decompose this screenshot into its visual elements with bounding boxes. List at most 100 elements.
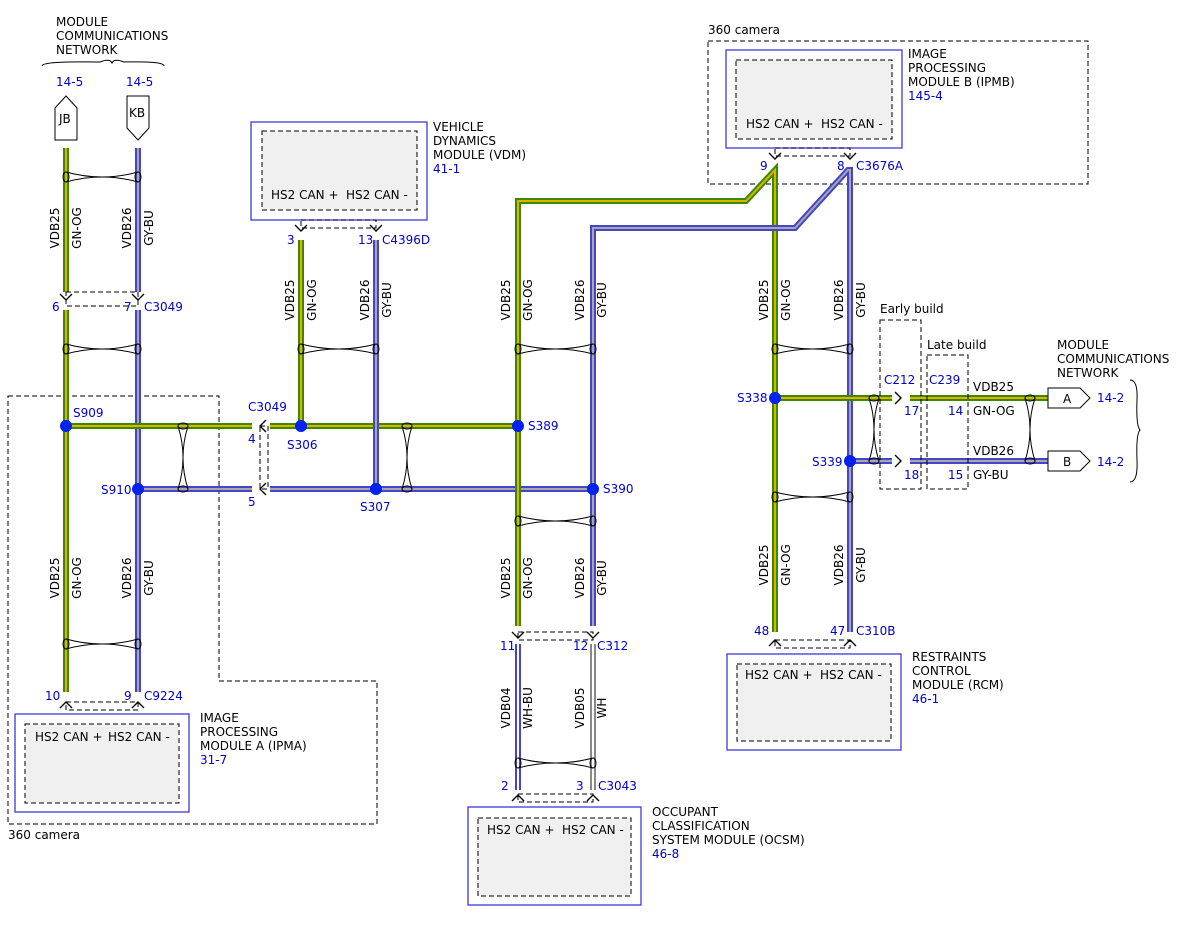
label-vdb25-r1: VDB25	[757, 280, 771, 321]
twist-loop-h-2-1	[134, 638, 142, 650]
ipma-can-minus: HS2 CAN -	[108, 730, 170, 744]
twisted-pair-marks	[62, 171, 1036, 769]
early-build-label: Early build	[880, 302, 944, 316]
ipma-pin-plus: 10	[45, 689, 60, 703]
module-ocsm-inner	[477, 817, 632, 897]
ocsm-ref: 46-8	[652, 847, 679, 861]
label-vdb05: VDB05	[573, 688, 587, 729]
twist-mark-h-8	[774, 491, 851, 503]
label-vdb25-vdm: VDB25	[283, 280, 297, 321]
module-rcm-inner	[736, 663, 892, 742]
network-right-title-2: COMMUNICATIONS	[1057, 352, 1169, 366]
label-vdb26-r1: VDB26	[832, 280, 846, 321]
rcm-name-2: CONTROL	[912, 664, 971, 678]
network-top-ref-kb: 14-5	[126, 75, 153, 89]
splice-s390-label: S390	[603, 482, 634, 496]
connector-b-label: B	[1063, 455, 1071, 469]
c212-name: C212	[884, 373, 915, 387]
ocsm-connector-name: C3043	[598, 779, 637, 793]
label-vdb25-c1: VDB25	[499, 280, 513, 321]
label-gnog-r1: GN-OG	[779, 279, 793, 321]
connector-kb-label: KB	[129, 106, 145, 120]
twist-loop-v-1-0	[401, 422, 413, 430]
wires-layer	[63, 148, 1048, 790]
label-gnog-c2: GN-OG	[521, 557, 535, 599]
twist-loop-v-2-0	[868, 394, 880, 402]
label-gnog-c1: GN-OG	[521, 279, 535, 321]
ipma-name-3: MODULE A (IPMA)	[200, 739, 307, 753]
ipmb-connector-name: C3676A	[856, 159, 904, 173]
label-gybu-r1: GY-BU	[854, 282, 868, 318]
splice-s307	[370, 483, 382, 495]
label-gybu-tl: GY-BU	[142, 210, 156, 246]
wire-vdb25-center-core	[517, 167, 776, 632]
label-vdb04: VDB04	[499, 688, 513, 729]
label-vdb26-tl: VDB26	[120, 208, 134, 249]
rcm-ref: 46-1	[912, 692, 939, 706]
module-ipmb-inner	[735, 59, 893, 140]
twist-mark-v-2	[868, 397, 880, 462]
splice-s389-label: S389	[528, 419, 559, 433]
late-build-label: Late build	[927, 338, 986, 352]
twist-mark-h-1	[65, 343, 139, 355]
c3049-top-name: C3049	[144, 300, 183, 314]
label-gybu-right: GY-BU	[973, 468, 1009, 482]
vdm-ref: 41-1	[433, 162, 460, 176]
connector-a-flag	[1047, 387, 1091, 409]
label-vdb26-right: VDB26	[973, 444, 1014, 458]
rcm-pin-plus: 48	[754, 624, 769, 638]
twist-loop-h-6-1	[589, 757, 597, 769]
ipma-arrow-plus	[59, 701, 73, 709]
rcm-connector-box	[774, 639, 851, 649]
module-vdm-inner	[261, 130, 418, 211]
camera-group-right-box	[707, 40, 1089, 185]
twist-mark-v-1	[401, 425, 413, 490]
connector-b-flag	[1047, 450, 1091, 472]
label-gnog-tl: GN-OG	[70, 207, 84, 249]
ipma-pin-minus: 9	[124, 689, 132, 703]
camera-group-left-box	[7, 395, 378, 825]
camera-group-left-label: 360 camera	[8, 828, 80, 842]
c3049-top-arrow-b	[131, 293, 145, 301]
splice-s909	[60, 420, 72, 432]
ipma-can-plus: HS2 CAN +	[35, 730, 103, 744]
vdm-name-1: VEHICLE	[433, 120, 484, 134]
ipmb-pin-plus: 9	[760, 159, 768, 173]
twist-loop-v-0-0	[177, 422, 189, 430]
ipmb-name-3: MODULE B (IPMB)	[908, 75, 1015, 89]
rcm-pin-minus: 47	[830, 624, 845, 638]
splice-s307-label: S307	[360, 500, 391, 514]
network-top-ref-jb: 14-5	[56, 75, 83, 89]
ocsm-can-plus: HS2 CAN +	[487, 823, 555, 837]
c3049-mid-arrow-a	[259, 419, 267, 433]
network-top-title-3: NETWORK	[56, 43, 119, 57]
twist-loop-v-3-1	[1024, 457, 1036, 465]
splice-s390	[587, 483, 599, 495]
c3049-mid-name: C3049	[248, 400, 287, 414]
twist-loop-h-0-0	[62, 171, 70, 183]
ocsm-arrow-plus	[511, 794, 525, 802]
ocsm-arrow-minus	[586, 794, 600, 802]
twist-loop-h-7-1	[846, 343, 854, 355]
splice-s338	[769, 392, 781, 404]
ocsm-name-1: OCCUPANT	[652, 805, 719, 819]
label-gnog-r2: GN-OG	[779, 544, 793, 586]
label-vdb25-tl: VDB25	[48, 208, 62, 249]
rcm-connector-name: C310B	[856, 624, 896, 638]
ipma-connector-box	[65, 701, 139, 711]
c3049-top-arrow-a	[59, 293, 73, 301]
splice-s909-label: S909	[73, 406, 104, 420]
connector-jb-label: JB	[58, 112, 71, 126]
label-vdb26-bl: VDB26	[120, 558, 134, 599]
connector-kb-flag	[126, 95, 150, 141]
rcm-name-1: RESTRAINTS	[912, 650, 986, 664]
connector-c3049-top-box	[65, 291, 139, 307]
twist-loop-h-6-0	[514, 757, 522, 769]
label-vdb26-c2: VDB26	[573, 558, 587, 599]
ocsm-name-3: SYSTEM MODULE (OCSM)	[652, 833, 805, 847]
ipmb-arrow-minus	[843, 152, 857, 160]
twist-mark-h-6	[517, 757, 594, 769]
c239-name: C239	[929, 373, 960, 387]
label-whbu: WH-BU	[521, 687, 535, 729]
twist-loop-h-4-1	[589, 343, 597, 355]
